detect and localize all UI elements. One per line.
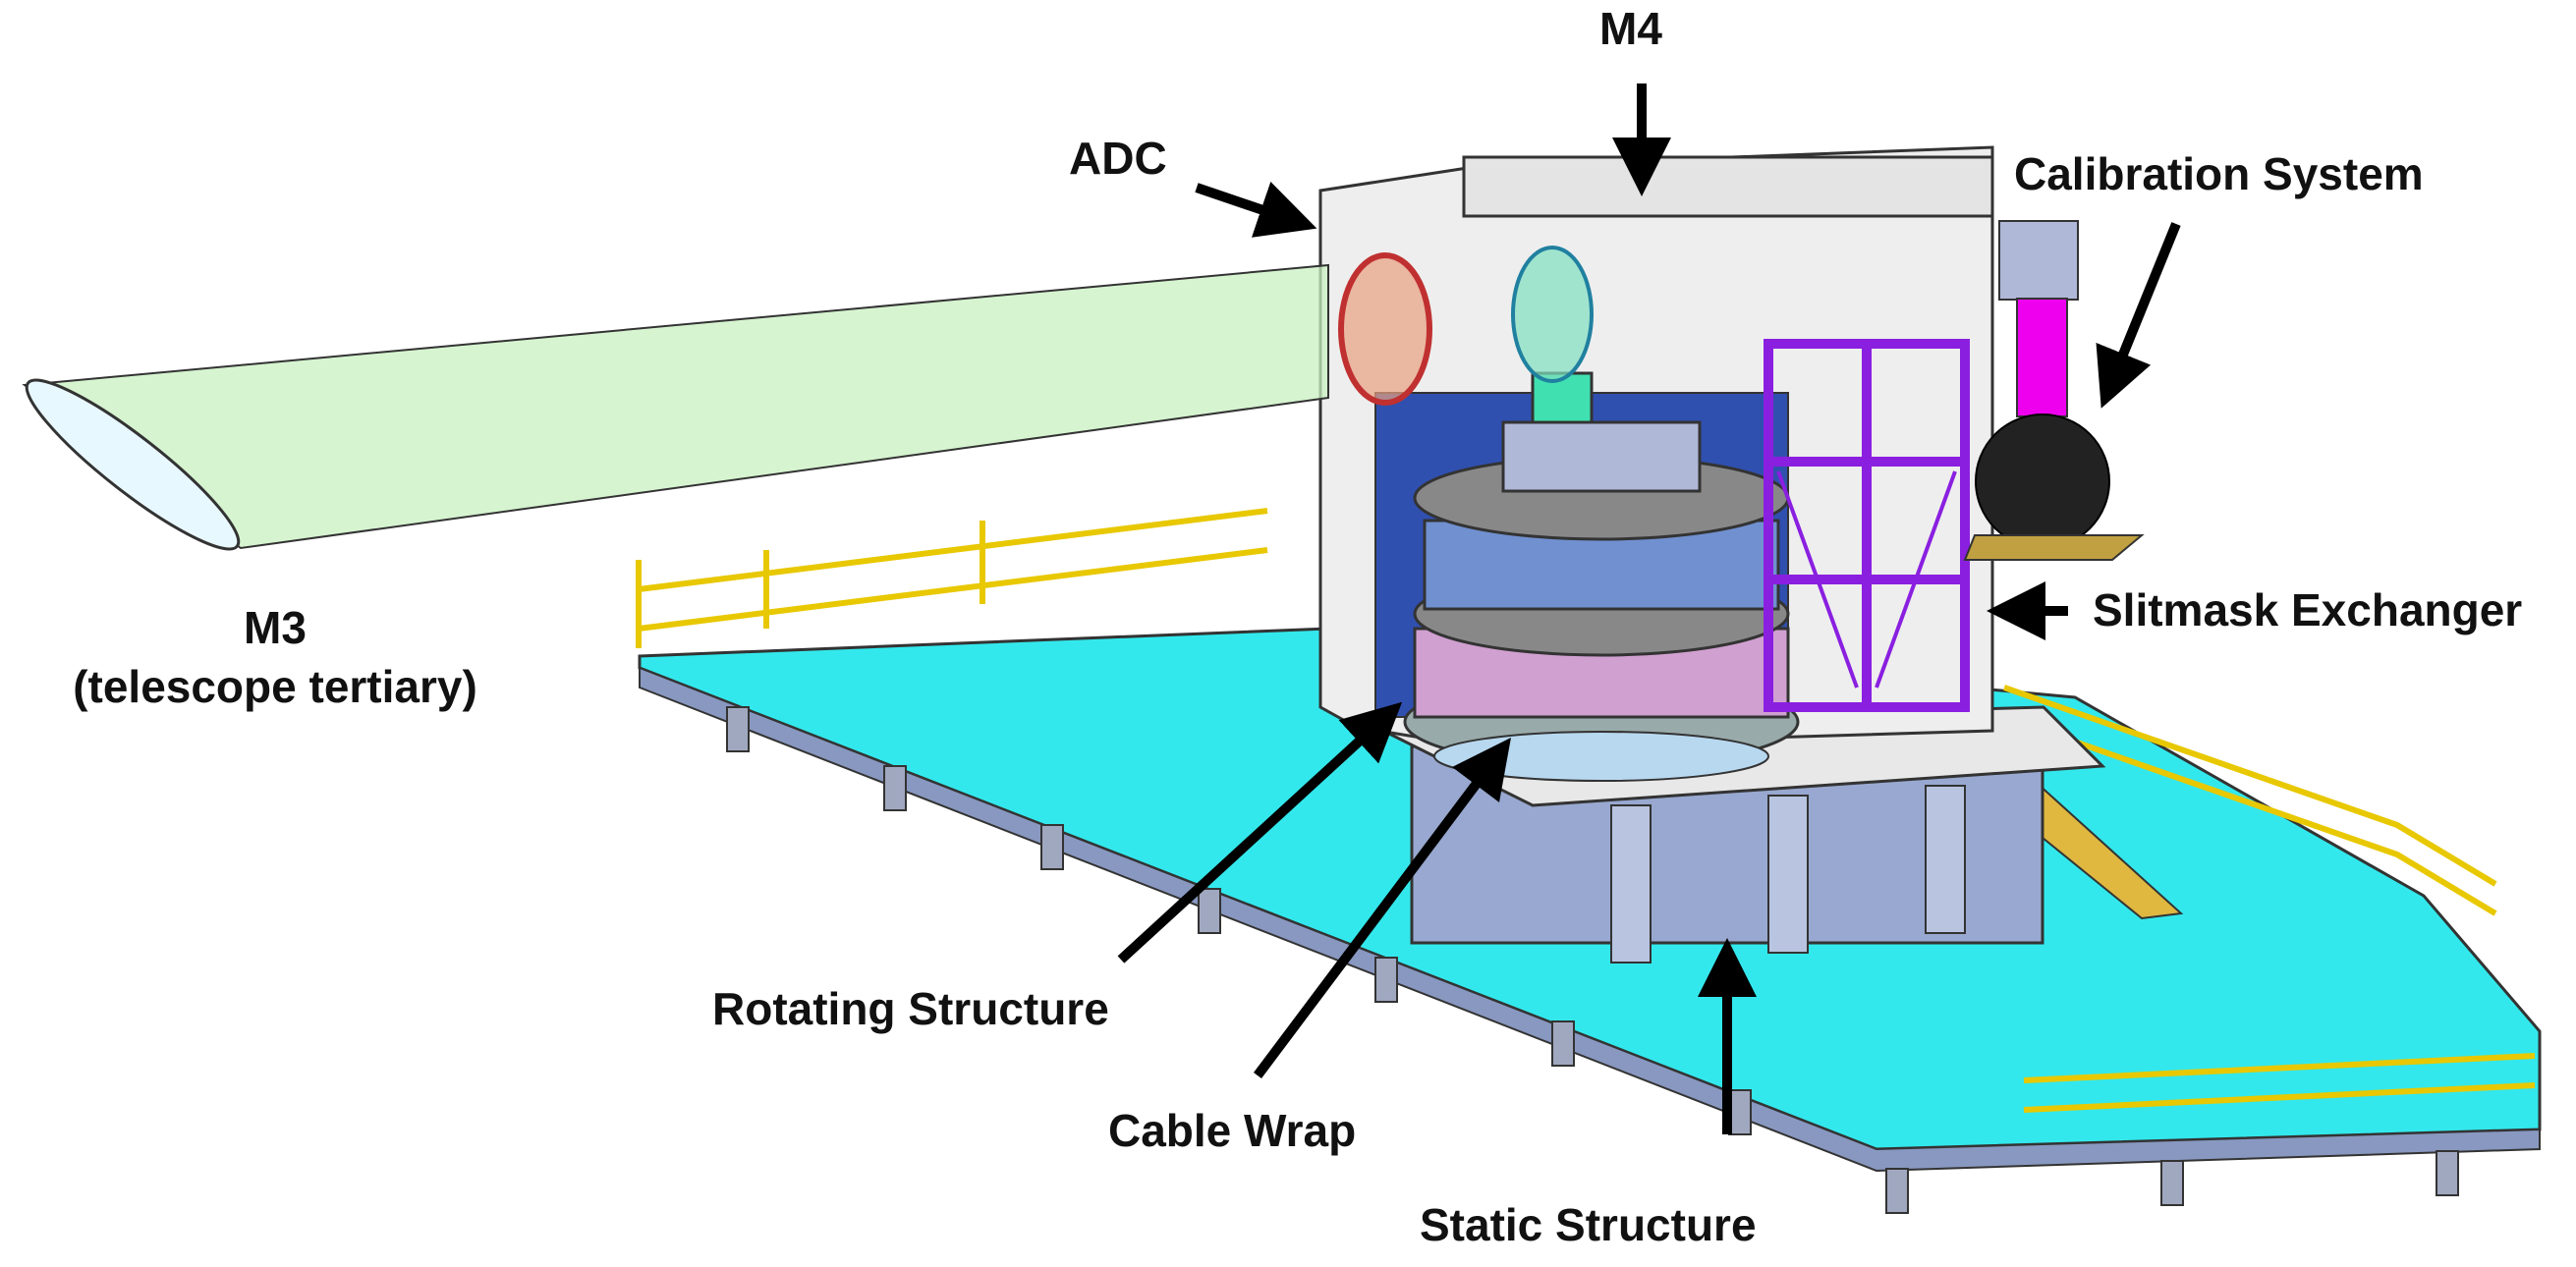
label-adc: ADC — [1069, 133, 1167, 184]
arrow-cable-wrap — [1254, 738, 1511, 1078]
label-static-structure: Static Structure — [1420, 1199, 1757, 1250]
arrow-calibration — [2096, 222, 2181, 409]
yellow-railings — [636, 508, 2536, 1113]
calibration-sphere — [1975, 413, 2110, 549]
calibration-tube — [2016, 298, 2068, 417]
label-slitmask-exchanger: Slitmask Exchanger — [2093, 584, 2523, 635]
platform-edge — [639, 666, 2541, 1173]
arrow-adc — [1195, 181, 1317, 238]
label-calibration-system: Calibration System — [2014, 148, 2424, 199]
cable-wrap — [1433, 731, 1769, 782]
label-m3: M3 — [244, 602, 307, 653]
label-rotating-structure: Rotating Structure — [712, 983, 1109, 1034]
label-m3-subtitle: (telescope tertiary) — [73, 661, 477, 712]
calibration-box — [1998, 220, 2079, 301]
adc-lens — [1338, 252, 1432, 406]
label-cable-wrap: Cable Wrap — [1108, 1105, 1357, 1156]
light-beam — [22, 263, 1329, 550]
calibration-platform — [1963, 534, 2145, 561]
platform-legs — [726, 706, 2459, 1214]
arrow-rotating — [1117, 701, 1403, 964]
label-m4: M4 — [1599, 3, 1662, 54]
base-legs — [1610, 785, 1966, 964]
slitmask-tower — [1764, 339, 1970, 712]
m3-mirror — [25, 378, 241, 551]
m4-lens — [1511, 246, 1594, 383]
callout-arrows — [1117, 83, 2181, 1134]
m4-enclosure — [1462, 155, 1994, 218]
